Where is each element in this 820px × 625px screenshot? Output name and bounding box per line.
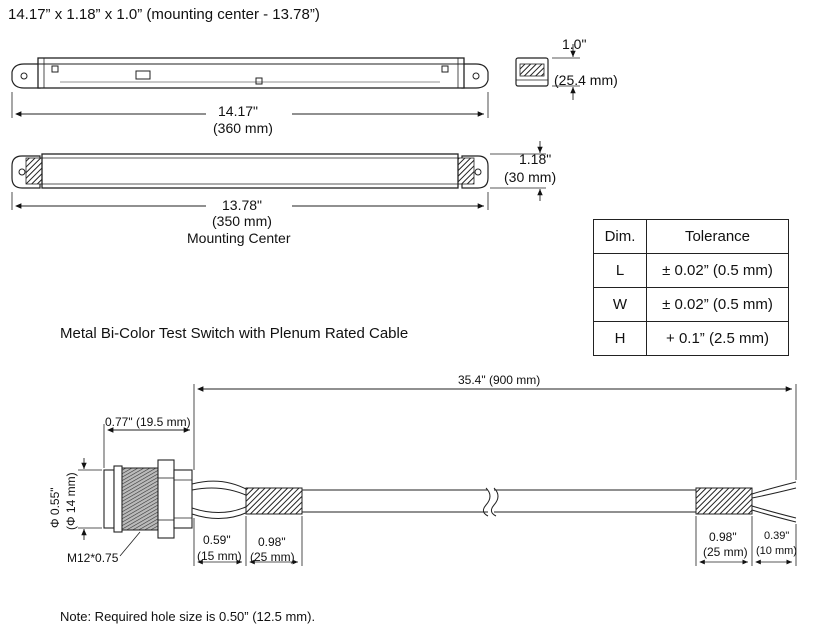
height-mm-label: (25.4 mm) [554,72,618,88]
test-switch-drawing [103,459,797,539]
height-in-label: 1.0" [562,36,587,52]
table-row: L ± 0.02” (0.5 mm) [593,253,789,288]
mount-mm-label: (350 mm) [212,213,272,229]
table-cell-tolerance: + 0.1” (2.5 mm) [646,321,789,356]
length-mm-label: (360 mm) [213,120,273,136]
table-row: W ± 0.02” (0.5 mm) [593,287,789,322]
diameter-in-label: Φ 0.55" [48,487,62,528]
width-in-label: 1.18" [519,151,552,167]
table-cell-dim: H [593,321,647,356]
driver-end-view [515,44,580,100]
table-header-tolerance: Tolerance [646,219,789,254]
table-header-row: Dim. Tolerance [593,219,789,254]
width-mm-label: (30 mm) [504,169,557,185]
thread-label: M12*0.75 [67,551,119,565]
seg1-mm-label: (15 mm) [197,549,242,563]
head-length-label: 0.77" (19.5 mm) [105,415,191,429]
mounting-center-label: Mounting Center [187,230,291,246]
length-in-label: 14.17" [218,103,259,119]
mounting-center-dimension [11,192,489,210]
switch-dimensions [78,384,797,566]
length-dimension [11,92,489,118]
seg2-in-label: 0.98" [258,535,286,549]
hole-size-note: Note: Required hole size is 0.50” (12.5 … [60,609,316,624]
table-cell-dim: L [593,253,647,288]
mount-in-label: 13.78" [222,197,263,213]
switch-title: Metal Bi-Color Test Switch with Plenum R… [60,325,409,342]
cable-length-label: 35.4" (900 mm) [458,373,541,387]
table-row: H + 0.1” (2.5 mm) [593,321,789,356]
table-cell-tolerance: ± 0.02” (0.5 mm) [646,253,789,288]
seg3-mm-label: (25 mm) [703,545,748,559]
seg1-in-label: 0.59" [203,533,231,547]
seg3-in-label: 0.98" [709,530,737,544]
seg4-mm-label: (10 mm) [756,545,797,557]
tolerance-table: Dim. Tolerance L ± 0.02” (0.5 mm) W ± 0.… [593,219,789,356]
table-cell-dim: W [593,287,647,322]
diameter-mm-label: (Φ 14 mm) [64,472,78,530]
seg4-in-label: 0.39" [764,530,790,542]
driver-top-view [11,57,489,89]
seg2-mm-label: (25 mm) [250,550,295,564]
table-header-dim: Dim. [593,219,647,254]
driver-side-view [11,141,546,201]
page-title: 14.17” x 1.18” x 1.0” (mounting center -… [8,6,320,23]
table-cell-tolerance: ± 0.02” (0.5 mm) [646,287,789,322]
